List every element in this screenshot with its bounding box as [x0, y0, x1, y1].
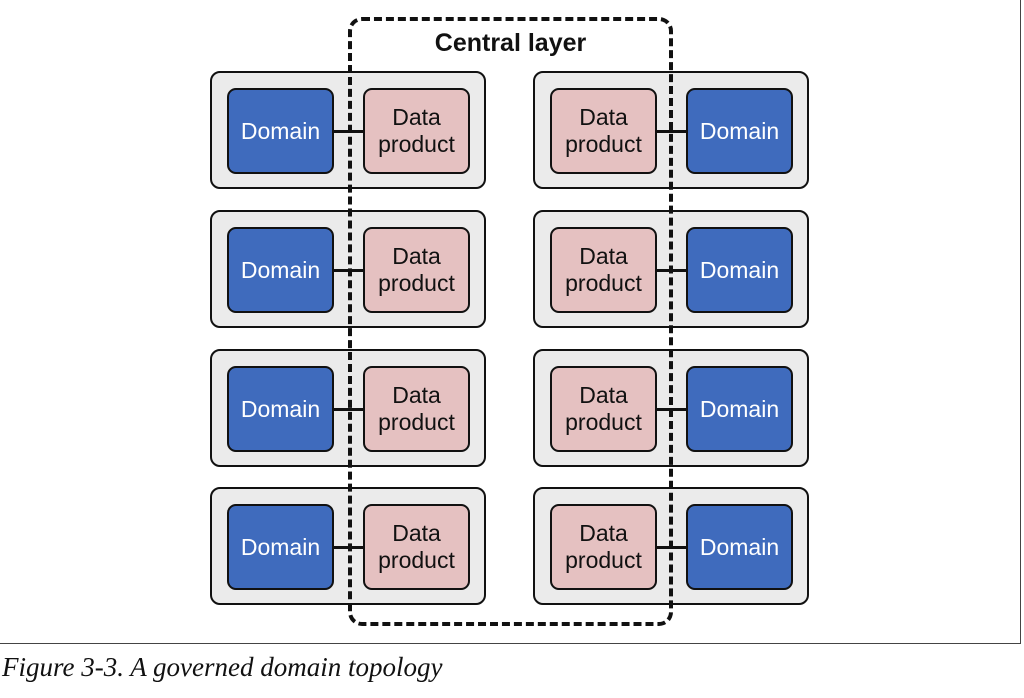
central-layer-title: Central layer	[434, 29, 587, 57]
product-label-line1: Data	[579, 243, 628, 269]
product-label-line1: Data	[579, 520, 628, 546]
figure-frame	[0, 0, 1021, 644]
product-label-line1: Data	[579, 382, 628, 408]
product-label-line1: Data	[392, 243, 441, 269]
product-label-line2: product	[565, 131, 642, 157]
domain-box: Domain	[686, 227, 793, 313]
domain-box: Domain	[686, 504, 793, 590]
product-label-line2: product	[378, 409, 455, 435]
domain-box: Domain	[227, 227, 334, 313]
product-label-line2: product	[378, 547, 455, 573]
domain-box: Domain	[227, 88, 334, 174]
product-label-line2: product	[378, 131, 455, 157]
domain-box: Domain	[227, 366, 334, 452]
domain-box: Domain	[686, 366, 793, 452]
product-label-line1: Data	[579, 104, 628, 130]
product-label-line2: product	[565, 409, 642, 435]
domain-box: Domain	[686, 88, 793, 174]
product-label-line1: Data	[392, 382, 441, 408]
domain-box: Domain	[227, 504, 334, 590]
product-label-line2: product	[565, 270, 642, 296]
product-label-line2: product	[378, 270, 455, 296]
product-label-line2: product	[565, 547, 642, 573]
product-label-line1: Data	[392, 520, 441, 546]
product-label-line1: Data	[392, 104, 441, 130]
central-layer-boundary	[348, 17, 673, 626]
figure-caption: Figure 3-3. A governed domain topology	[2, 652, 443, 682]
